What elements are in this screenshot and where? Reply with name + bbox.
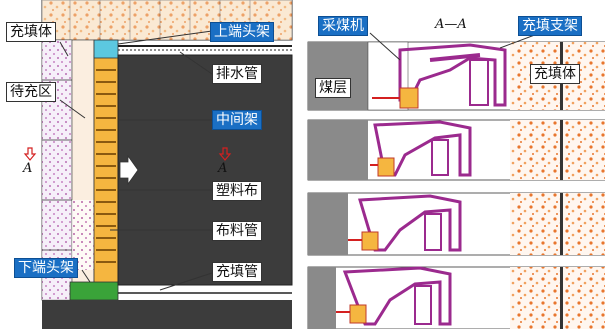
label-distribution-pipe: 布料管 bbox=[212, 221, 262, 241]
label-drain-pipe: 排水管 bbox=[212, 64, 262, 84]
section-3 bbox=[307, 192, 605, 256]
label-plastic-cloth: 塑料布 bbox=[212, 181, 262, 201]
section-title: A—A bbox=[435, 17, 467, 32]
label-backfill-body-left: 充填体 bbox=[6, 22, 56, 42]
section-arrow-right-icon bbox=[218, 147, 232, 161]
advance-arrow-icon bbox=[119, 154, 139, 186]
label-area-to-fill: 待充区 bbox=[6, 82, 56, 102]
label-upper-end-support: 上端头架 bbox=[210, 22, 274, 42]
section-marker-left: A bbox=[23, 161, 33, 176]
coal-face-block bbox=[118, 55, 292, 285]
label-backfill-support: 充填支架 bbox=[518, 16, 582, 36]
section-marker-right: A bbox=[218, 161, 228, 176]
section-arrow-left-icon bbox=[23, 147, 37, 161]
label-backfill-body-right: 充填体 bbox=[530, 64, 580, 84]
bottom-rock-band bbox=[42, 300, 292, 329]
section-2 bbox=[307, 119, 605, 181]
label-shearer: 采煤机 bbox=[318, 16, 368, 36]
label-middle-support: 中间架 bbox=[212, 110, 262, 130]
label-coal-seam: 煤层 bbox=[315, 78, 351, 98]
section-4 bbox=[307, 266, 605, 329]
lower-end-support-block bbox=[69, 281, 119, 301]
upper-end-support-block bbox=[93, 39, 119, 59]
label-lower-end-support: 下端头架 bbox=[14, 258, 78, 278]
label-filling-pipe: 充填管 bbox=[212, 262, 262, 282]
